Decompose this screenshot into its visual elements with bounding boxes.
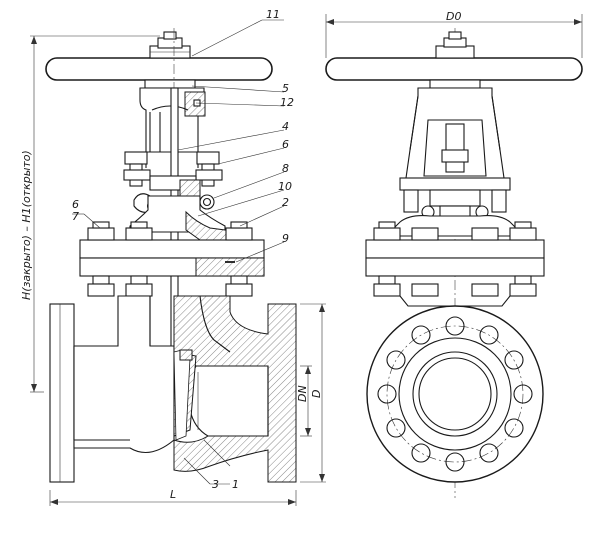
- dim-L: L: [170, 488, 176, 501]
- valve-body: [49, 295, 297, 483]
- callout-4: 4: [282, 120, 289, 133]
- dim-D0: D0: [446, 10, 461, 23]
- callout-6: 6: [282, 138, 289, 151]
- dim-D: D: [310, 390, 323, 398]
- callout-8: 8: [282, 162, 289, 175]
- callout-12: 12: [280, 96, 294, 109]
- callout-11: 11: [266, 8, 280, 21]
- callout-9: 9: [282, 232, 289, 245]
- bonnet-flange: [79, 221, 265, 297]
- callout-10: 10: [278, 180, 292, 193]
- callout-2: 2: [282, 196, 289, 209]
- flange-bolt-holes: [377, 316, 533, 472]
- callout-7: 7: [72, 210, 79, 223]
- callout-3: 3: [212, 478, 219, 491]
- dim-H: H(закрыто) – H1(открыто): [20, 150, 33, 300]
- callout-6-left: 6: [72, 198, 79, 211]
- length-dimension: [49, 490, 297, 506]
- side-view: D0: [325, 10, 583, 498]
- dim-DN: DN: [296, 385, 309, 402]
- callout-leaders: [72, 19, 285, 485]
- front-section-view: 11 5 12 4 6 8 10 2 9 6 7 3 1 L DN D H(за…: [20, 8, 326, 506]
- handwheel: [45, 31, 273, 89]
- callout-1: 1: [232, 478, 239, 491]
- callout-5: 5: [282, 82, 289, 95]
- height-dimension: [30, 35, 160, 393]
- bore-dimensions: [300, 303, 326, 483]
